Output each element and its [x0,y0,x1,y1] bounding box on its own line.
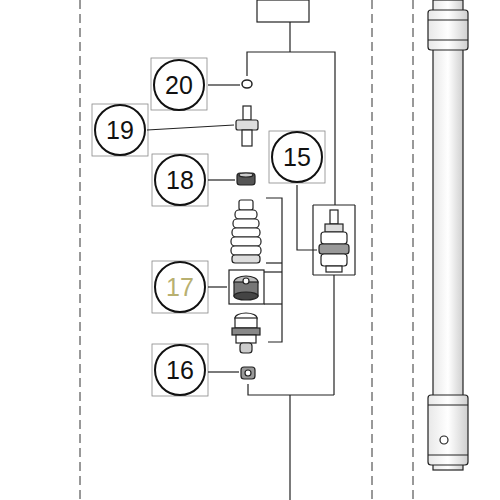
callout-circle: 20 [153,59,205,111]
bellows [231,200,261,263]
callout-number: 16 [166,358,194,383]
callout-number: 18 [166,168,194,193]
small-nut [241,367,255,379]
fitting-assembly [319,210,349,272]
frame-line [80,0,81,500]
callout-number: 15 [283,145,311,170]
callout-circle: 17 [154,261,206,313]
frame-line [372,0,373,500]
frame-line [413,0,414,500]
callout-circle: 16 [154,344,206,396]
callout-circle: 18 [154,154,206,206]
o-ring [242,80,252,88]
valve-seat [229,270,264,304]
assembly-line [247,0,355,500]
callout-frame [92,58,325,396]
cylinder-part [428,0,468,470]
piston [232,313,260,353]
callout-number: 17 [166,275,194,300]
callout-number: 20 [165,73,193,98]
leader-line [147,85,317,372]
seal-ring [237,173,255,185]
callout-number: 19 [106,118,134,143]
callout-circle: 15 [271,131,323,183]
valve-stem [236,106,258,146]
callout-circle: 19 [94,104,146,156]
